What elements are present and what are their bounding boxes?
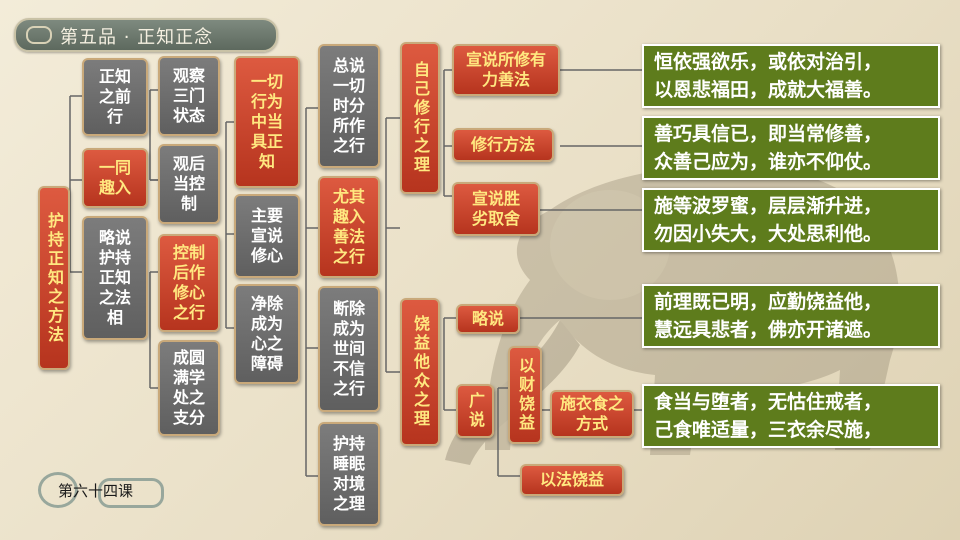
verse-line: 以恩悲福田，成就大福善。 <box>654 79 883 101</box>
node-f1[interactable]: 宣说所修有力善法 <box>452 44 560 96</box>
node-a3[interactable]: 略说护持正知之法相 <box>82 216 148 340</box>
verse-line: 慧远具悲者，佛亦开诸遮。 <box>654 319 883 341</box>
node-a1[interactable]: 正知之前行 <box>82 58 148 136</box>
node-h1[interactable]: 施衣食之方式 <box>550 390 634 438</box>
verse-line: 众善己应为，谁亦不仰仗。 <box>654 151 883 173</box>
node-c3[interactable]: 净除成为心之障碍 <box>234 284 300 384</box>
node-b2[interactable]: 观后当控制 <box>158 144 220 224</box>
node-f4[interactable]: 略说 <box>456 304 520 334</box>
node-d1[interactable]: 总说一切时分所作之行 <box>318 44 380 168</box>
node-b1[interactable]: 观察三门状态 <box>158 56 220 136</box>
verse-line: 己食唯适量，三衣余尽施， <box>654 419 883 441</box>
node-d2[interactable]: 尤其趣入善法之行 <box>318 176 380 278</box>
verse-box: 恒依强欲乐，或依对治引， 以恩悲福田，成就大福善。 <box>642 44 940 108</box>
swirl-ornament-icon <box>38 472 78 508</box>
verse-box: 施等波罗蜜，层层渐升进， 勿因小失大，大处思利他。 <box>642 188 940 252</box>
node-f2[interactable]: 修行方法 <box>452 128 554 162</box>
node-b3[interactable]: 控制后作修心之行 <box>158 234 220 332</box>
node-g2[interactable]: 以法饶益 <box>520 464 624 496</box>
node-d4[interactable]: 护持睡眠对境之理 <box>318 422 380 526</box>
verse-line: 恒依强欲乐，或依对治引， <box>654 51 883 73</box>
verse-box: 前理既已明，应勤饶益他， 慧远具悲者，佛亦开诸遮。 <box>642 284 940 348</box>
node-a2[interactable]: 一同趣入 <box>82 148 148 208</box>
lesson-number: 第六十四课 <box>58 482 134 500</box>
lesson-title-banner: 第五品 · 正知正念 <box>14 18 278 52</box>
node-e2[interactable]: 饶益他众之理 <box>400 298 440 446</box>
verse-line: 前理既已明，应勤饶益他， <box>654 291 883 313</box>
verse-line: 勿因小失大，大处思利他。 <box>654 223 883 245</box>
node-b4[interactable]: 成圆满学处之支分 <box>158 340 220 436</box>
header-title: 第五品 · 正知正念 <box>60 27 214 48</box>
node-c2[interactable]: 主要宣说修心 <box>234 194 300 278</box>
verse-box: 食当与堕者，无怙住戒者， 己食唯适量，三衣余尽施， <box>642 384 940 448</box>
node-root[interactable]: 护持正知之方法 <box>38 186 70 370</box>
verse-box: 善巧具信已，即当常修善， 众善己应为，谁亦不仰仗。 <box>642 116 940 180</box>
node-d3[interactable]: 断除成为世间不信之行 <box>318 286 380 412</box>
node-f5[interactable]: 广说 <box>456 384 494 438</box>
swirl-ornament-icon <box>98 478 164 508</box>
verse-line: 善巧具信已，即当常修善， <box>654 123 883 145</box>
node-e1[interactable]: 自己修行之理 <box>400 42 440 194</box>
cloud-ornament-icon <box>26 26 52 44</box>
verse-line: 食当与堕者，无怙住戒者， <box>654 391 883 413</box>
node-f3[interactable]: 宣说胜劣取舍 <box>452 182 540 236</box>
verse-line: 施等波罗蜜，层层渐升进， <box>654 195 883 217</box>
lesson-badge: 第六十四课 <box>38 470 164 508</box>
node-g1[interactable]: 以财饶益 <box>508 346 542 444</box>
node-c1[interactable]: 一切行为中当具正知 <box>234 56 300 188</box>
